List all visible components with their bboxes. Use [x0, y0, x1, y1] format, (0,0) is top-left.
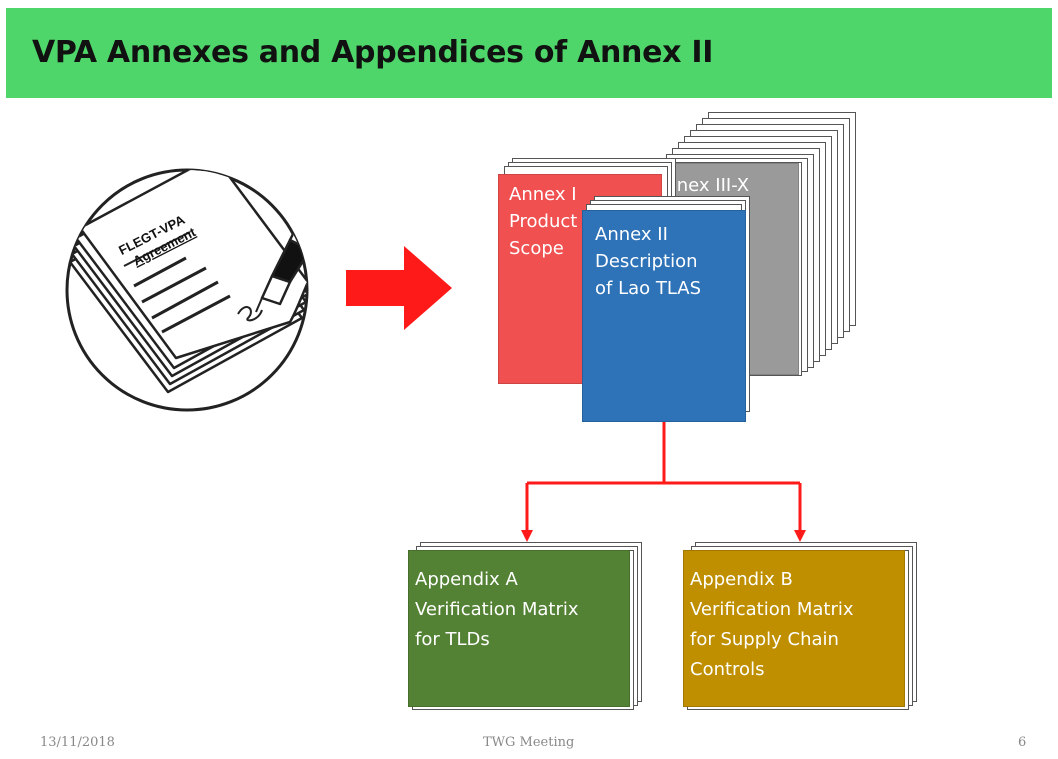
doc-title-line1: FLEGT-VPA	[116, 212, 187, 258]
right-arrow-icon	[346, 246, 452, 330]
appendix-a-label: Appendix A Verification Matrix for TLDs	[415, 569, 579, 650]
arrowhead-down-icon	[794, 530, 806, 542]
appendix-b-label: Appendix B Verification Matrix for Suppl…	[690, 569, 854, 680]
slide-title: VPA Annexes and Appendices of Annex II	[32, 35, 714, 70]
title-bar: VPA Annexes and Appendices of Annex II	[6, 8, 1052, 98]
annex-ii-label: Annex II Description of Lao TLAS	[595, 224, 702, 299]
arrowhead-down-icon	[521, 530, 533, 542]
footer-date: 13/11/2018	[40, 735, 115, 750]
appendix-a-card: Appendix A Verification Matrix for TLDs	[408, 550, 630, 707]
annex-ii-card: Annex II Description of Lao TLAS	[582, 210, 746, 422]
footer-title: TWG Meeting	[483, 735, 575, 750]
annex-i-label: Annex I Product Scope	[509, 184, 578, 259]
doc-title-line2: Agreement	[131, 224, 199, 268]
page-number: 6	[1018, 735, 1027, 750]
appendix-b-card: Appendix B Verification Matrix for Suppl…	[683, 550, 905, 707]
